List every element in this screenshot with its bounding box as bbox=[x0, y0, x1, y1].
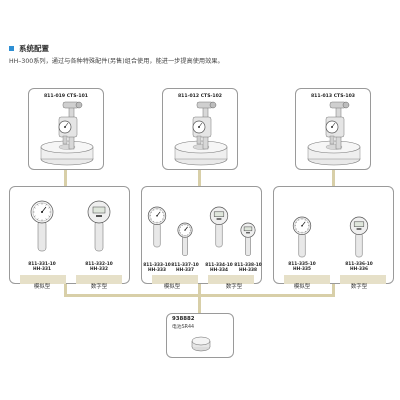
gauge-code: 811-338-10 bbox=[234, 263, 262, 268]
gauge-label: 811-333-10 HH-333 bbox=[143, 263, 171, 273]
connector-acc bbox=[198, 295, 201, 313]
gauge-code: 811-331-10 bbox=[28, 262, 56, 267]
gauge-label: 811-331-10 HH-331 bbox=[24, 262, 60, 272]
section-header: 系统配置 bbox=[9, 42, 49, 54]
gauge-code: 811-337-10 bbox=[171, 263, 199, 268]
connector-g1 bbox=[64, 283, 67, 295]
gauge-code: 811-334-10 bbox=[205, 263, 233, 268]
stand-code: 811-013 bbox=[310, 94, 333, 99]
box-tabs bbox=[284, 275, 386, 284]
gauge-group-box-2: 811-333-10 HH-333 811-337-10 HH-337 模拟型 … bbox=[141, 186, 262, 290]
stand-code: 811-012 bbox=[177, 94, 200, 99]
gauge-model: HH-334 bbox=[210, 268, 228, 274]
stand-card-2: 811-012 CTS-102 bbox=[162, 88, 238, 170]
type-label-analog: 模拟型 bbox=[163, 284, 181, 290]
stand-card-1: 811-019 CTS-101 bbox=[28, 88, 104, 170]
connector-stand3 bbox=[332, 169, 335, 187]
gauge-label: 811-335-10 HH-335 bbox=[284, 262, 320, 272]
stand-model: CTS-101 bbox=[66, 94, 88, 99]
gauge-model: HH-338 bbox=[239, 268, 257, 274]
gauge-group-box-3: 811-335-10 HH-335 模拟型 811-336-10 HH-336 … bbox=[273, 186, 394, 290]
test-stand-icon bbox=[307, 101, 361, 166]
battery-icon bbox=[191, 336, 211, 352]
gauge-pictures bbox=[292, 216, 369, 258]
gauge-label: 811-334-10 HH-334 bbox=[205, 263, 233, 273]
gauge-code: 811-335-10 bbox=[288, 262, 316, 267]
stand-model: CTS-103 bbox=[333, 94, 355, 99]
header-square-icon bbox=[9, 45, 14, 51]
gauge-model: HH-335 bbox=[293, 267, 311, 273]
gauge-pictures bbox=[30, 200, 111, 252]
stand-label: 811-019 CTS-101 bbox=[29, 94, 103, 99]
gauge-code: 811-333-10 bbox=[143, 263, 171, 268]
gauge-label: 811-337-10 HH-337 bbox=[171, 263, 199, 273]
connector-g2 bbox=[198, 283, 201, 295]
stand-code: 811-019 bbox=[43, 94, 66, 99]
accessory-box: 938882 电池SR44 bbox=[166, 313, 234, 358]
connector-stand1 bbox=[64, 169, 67, 187]
stand-label: 811-012 CTS-102 bbox=[163, 94, 237, 99]
gauge-group-box-1: 811-331-10 HH-331 模拟型 811-332-10 HH-332 … bbox=[9, 186, 130, 290]
accessory-code: 938882 bbox=[172, 316, 195, 322]
test-stand-icon bbox=[174, 101, 228, 166]
stand-label: 811-013 CTS-103 bbox=[296, 94, 370, 99]
gauge-model: HH-336 bbox=[350, 267, 368, 273]
test-stand-icon bbox=[40, 101, 94, 166]
gauge-model: HH-331 bbox=[33, 267, 51, 273]
gauge-pictures bbox=[147, 206, 256, 256]
gauge-code: 811-332-10 bbox=[85, 262, 113, 267]
gauge-label: 811-332-10 HH-332 bbox=[81, 262, 117, 272]
gauge-code: 811-336-10 bbox=[345, 262, 373, 267]
box-tabs bbox=[152, 275, 254, 284]
section-title: 系统配置 bbox=[19, 43, 49, 53]
type-label-digital: 数字型 bbox=[90, 284, 108, 290]
type-label-digital: 数字型 bbox=[225, 284, 243, 290]
type-label-digital: 数字型 bbox=[350, 284, 368, 290]
gauge-model: HH-333 bbox=[148, 268, 166, 274]
type-label-analog: 模拟型 bbox=[293, 284, 311, 290]
intro-text: HH–300系列，通过与各种特殊配件(另售)组合使用，能进一步提高使用效果。 bbox=[9, 58, 224, 65]
gauge-label: 811-336-10 HH-336 bbox=[341, 262, 377, 272]
box-tabs bbox=[20, 275, 122, 284]
gauge-model: HH-332 bbox=[90, 267, 108, 273]
gauge-label: 811-338-10 HH-338 bbox=[234, 263, 262, 273]
stand-model: CTS-102 bbox=[200, 94, 222, 99]
connector-stand2 bbox=[198, 169, 201, 187]
gauge-model: HH-337 bbox=[176, 268, 194, 274]
stand-card-3: 811-013 CTS-103 bbox=[295, 88, 371, 170]
connector-g3 bbox=[332, 283, 335, 295]
accessory-name: 电池SR44 bbox=[172, 325, 195, 330]
type-label-analog: 模拟型 bbox=[33, 284, 51, 290]
